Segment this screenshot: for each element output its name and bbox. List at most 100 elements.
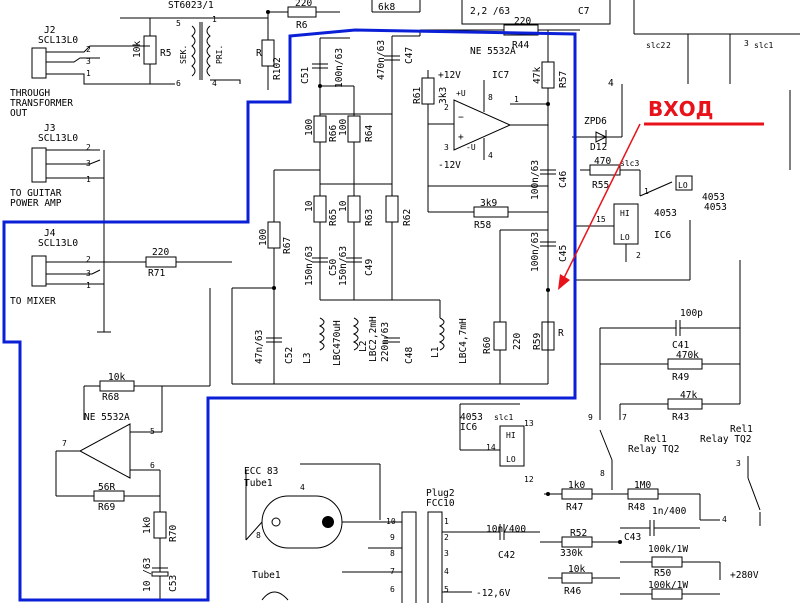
c7-frame [461, 0, 611, 25]
svg-text:-12,6V: -12,6V [476, 588, 511, 599]
svg-text:3: 3 [444, 143, 449, 152]
svg-text:NE 5532A: NE 5532A [470, 46, 516, 57]
svg-text:1: 1 [644, 187, 649, 196]
capacitor-c42: 10n/400 C42 [442, 524, 540, 561]
svg-text:C49: C49 [364, 259, 375, 276]
svg-text:47k: 47k [532, 67, 543, 84]
svg-text:-U: -U [466, 143, 476, 152]
svg-text:R70: R70 [168, 525, 179, 542]
svg-text:LBC2,2mH: LBC2,2mH [368, 316, 379, 362]
j4-part: SCL13L0 [38, 238, 78, 249]
highlighted-region-outline [2, 28, 577, 602]
svg-text:+12V: +12V [438, 70, 461, 81]
svg-text:1: 1 [514, 95, 519, 104]
svg-text:9: 9 [588, 413, 593, 422]
svg-text:R5: R5 [160, 48, 171, 59]
svg-text:slc3: slc3 [620, 159, 639, 168]
connector-j4: J4 SCL13L0 2 3 1 TO MIXER [10, 228, 140, 333]
svg-text:47k: 47k [680, 390, 697, 401]
svg-text:R65: R65 [328, 209, 339, 226]
svg-text:NE 5532A: NE 5532A [84, 412, 130, 423]
svg-text:100n/63: 100n/63 [334, 48, 345, 88]
j2-tip-wire [46, 45, 110, 53]
svg-text:330k: 330k [560, 548, 583, 559]
resistor-r66: 100 R66 [304, 84, 339, 200]
resistor-r58: 3k9 R58 [428, 198, 548, 231]
svg-text:100: 100 [304, 119, 315, 136]
resistor-r61: R61 3k3 [412, 70, 449, 212]
svg-text:C48: C48 [404, 347, 415, 364]
svg-text:R6: R6 [296, 20, 308, 31]
resistor-r51: 100k/1W [620, 580, 720, 600]
svg-text:100: 100 [338, 119, 349, 136]
svg-text:1k0: 1k0 [568, 480, 585, 491]
svg-text:1: 1 [86, 175, 91, 184]
j2-desc-1: THROUGH [10, 88, 50, 99]
svg-text:15: 15 [596, 215, 606, 224]
resistor-r68: 10k R68 [84, 372, 210, 403]
svg-text:ZPD6: ZPD6 [584, 116, 607, 127]
svg-text:LBC4,7mH: LBC4,7mH [458, 318, 469, 364]
svg-text:3: 3 [86, 159, 91, 168]
svg-text:C42: C42 [498, 550, 515, 561]
svg-text:14: 14 [486, 443, 496, 452]
resistor-r48: 1M0 R48 [627, 480, 659, 513]
j2-jack-body [31, 47, 47, 79]
j3-desc-2: POWER AMP [10, 198, 62, 209]
svg-text:FCC10: FCC10 [426, 498, 455, 509]
svg-text:ECC 83: ECC 83 [244, 466, 278, 477]
svg-text:2: 2 [444, 533, 449, 542]
svg-text:R61: R61 [412, 87, 423, 104]
svg-text:+280V: +280V [730, 570, 759, 581]
svg-text:8: 8 [488, 93, 493, 102]
svg-text:D12: D12 [590, 142, 607, 153]
svg-text:3k9: 3k9 [480, 198, 497, 209]
svg-text:7: 7 [622, 413, 627, 422]
svg-text:slc1: slc1 [754, 41, 773, 50]
svg-text:2: 2 [636, 251, 641, 260]
svg-text:Relay TQ2: Relay TQ2 [700, 434, 751, 445]
svg-text:470: 470 [594, 156, 611, 167]
resistor-r52: R52 330k [540, 528, 620, 559]
plug2-connector: Plug2 FCC10 10 9 8 7 6 1 2 3 4 5 [386, 488, 455, 603]
svg-text:220: 220 [514, 16, 531, 27]
j4-ref: J4 [44, 228, 56, 239]
svg-text:Plug2: Plug2 [426, 488, 455, 499]
svg-text:Rel1: Rel1 [644, 434, 667, 445]
svg-text:3: 3 [86, 57, 91, 66]
tube-ecc83: ECC 83 Tube1 8 4 [244, 463, 381, 549]
svg-text:5: 5 [444, 585, 449, 594]
capacitor-c48: 220n/63 C48 [380, 322, 415, 364]
j3-ref: J3 [44, 123, 55, 134]
svg-text:4: 4 [722, 515, 727, 524]
connector-j2: J2 SCL13L0 2 3 1 THROUGH TRANSFORMER OUT [10, 25, 175, 119]
svg-text:4: 4 [300, 483, 305, 492]
svg-text:L1: L1 [430, 346, 441, 358]
svg-text:4: 4 [488, 151, 493, 160]
svg-text:7: 7 [62, 439, 67, 448]
svg-text:10: 10 [304, 200, 315, 212]
svg-text:+: + [458, 132, 464, 143]
inductor-l3: L3 LBC470uH [302, 317, 343, 366]
svg-text:C45: C45 [558, 245, 569, 262]
svg-text:LO: LO [620, 233, 630, 242]
svg-text:13: 13 [524, 419, 534, 428]
svg-text:Tube1: Tube1 [244, 478, 273, 489]
svg-text:220n/63: 220n/63 [380, 322, 391, 362]
diode-d12: ZPD6 D12 [572, 84, 623, 153]
svg-text:220: 220 [512, 333, 523, 350]
svg-text:10n/400: 10n/400 [486, 524, 526, 535]
annotation-arrowhead [558, 274, 570, 290]
capacitor-c47: 470n/63 C47 [376, 36, 415, 114]
svg-text:R63: R63 [364, 209, 375, 226]
svg-text:12: 12 [524, 475, 534, 484]
svg-text:LO: LO [678, 181, 688, 190]
svg-text:IC6: IC6 [654, 230, 671, 241]
j3-desc-1: TO GUITAR [10, 188, 62, 199]
svg-text:47n/63: 47n/63 [254, 330, 265, 364]
capacitor-c49: 150n/63 C49 [338, 246, 375, 286]
resistor-r47: 1k0 R47 [544, 480, 700, 513]
resistor-r46: 10k R46 [548, 564, 620, 597]
svg-text:PRI.: PRI. [215, 45, 224, 64]
